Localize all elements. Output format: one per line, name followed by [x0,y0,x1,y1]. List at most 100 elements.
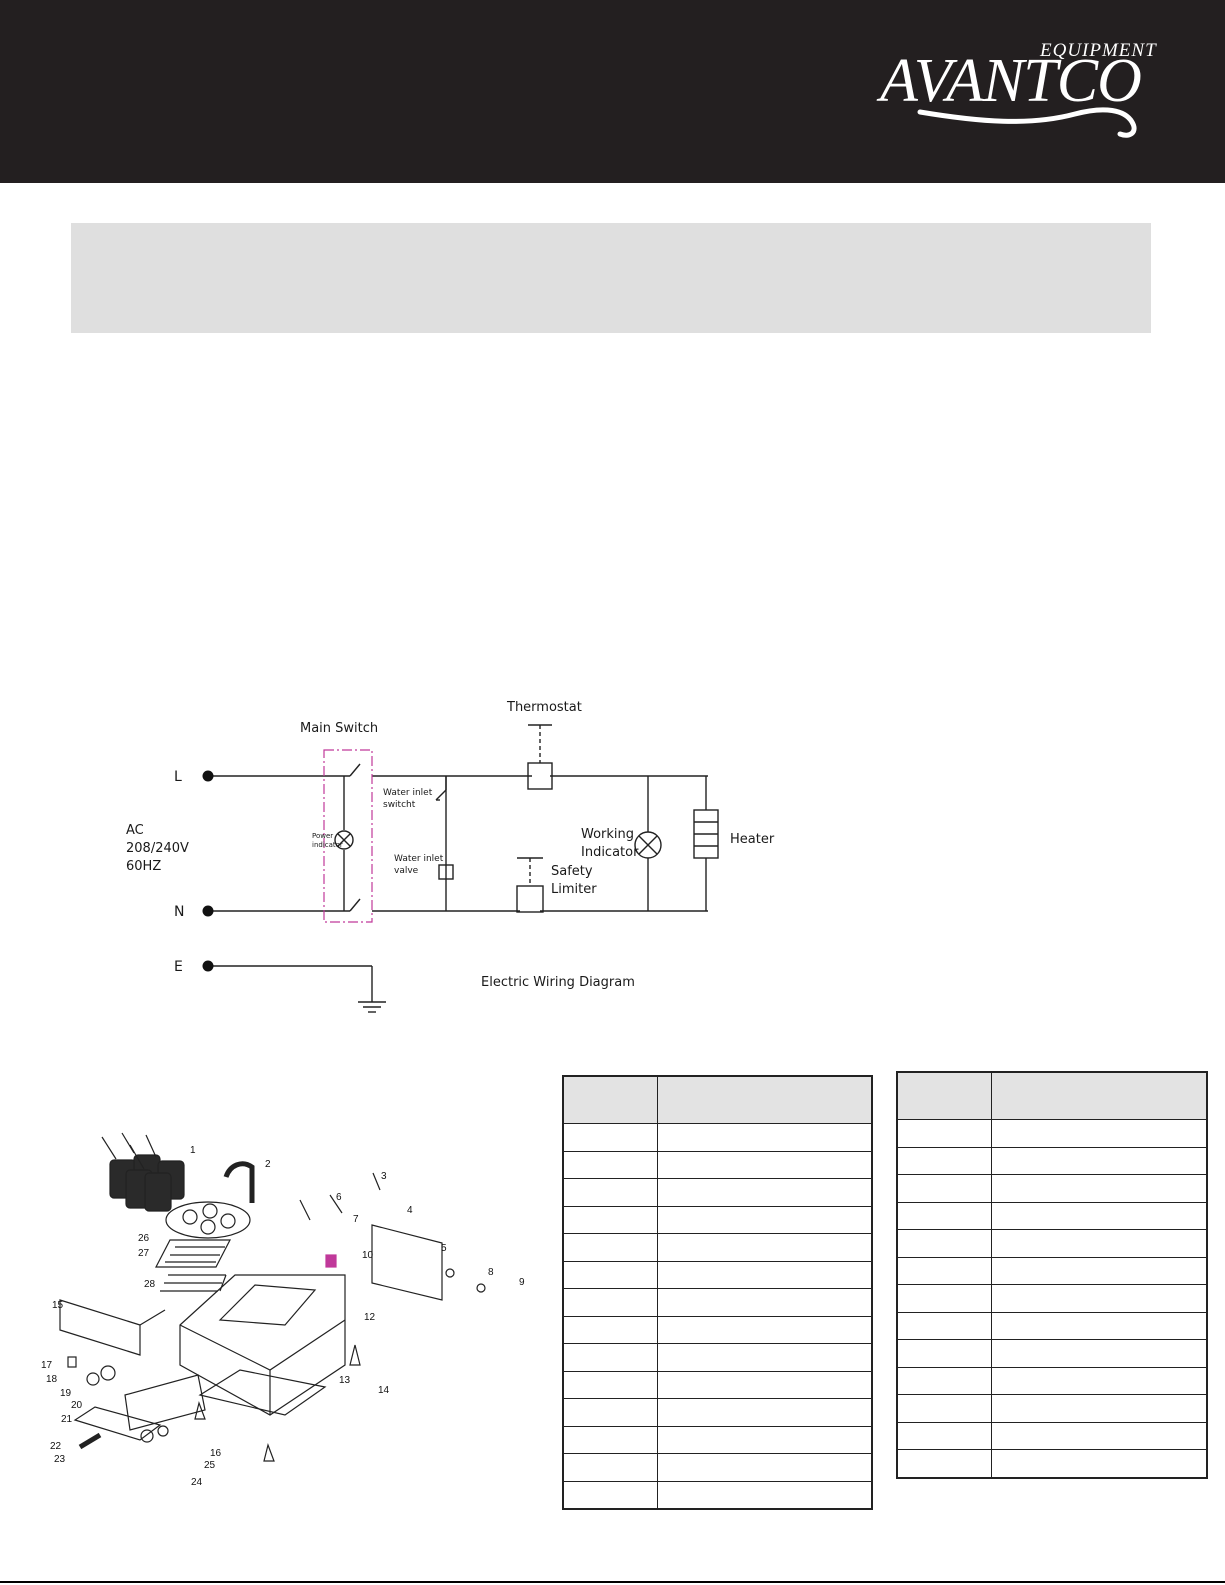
callout-24: 24 [191,1477,203,1488]
table-cell [562,1480,658,1510]
callout-26: 26 [138,1233,150,1244]
table-cell [562,1150,658,1179]
callout-19: 19 [60,1388,72,1399]
table-cell [896,1256,992,1285]
table-row [896,1201,1208,1230]
callout-21: 21 [61,1414,73,1425]
table-cell [991,1146,1208,1175]
exploded-parts-view: 1 2 3 4 5 6 7 8 9 10 12 13 14 15 16 17 1… [41,1132,525,1488]
wiring-diagram: L N E AC 208/240V 60HZ Main Switch Power… [126,700,775,1013]
table-cell [896,1229,992,1258]
table-cell [991,1311,1208,1340]
table-cell [657,1123,873,1152]
table-row [562,1398,873,1427]
table-cell [562,1233,658,1262]
thermostat-label: Thermostat [506,700,582,715]
table-cell [896,1311,992,1340]
supply-label-voltage: 208/240V [126,841,189,856]
table-row [562,1205,873,1234]
table-row [896,1256,1208,1285]
callout-15: 15 [52,1300,64,1311]
table-row [896,1366,1208,1395]
table-cell [657,1425,873,1454]
callout-5: 5 [441,1243,447,1254]
table-cell [562,1343,658,1372]
table-row [562,1260,873,1289]
callout-28: 28 [144,1279,156,1290]
table-cell [991,1119,1208,1148]
table-row [562,1150,873,1179]
wiring-diagram-title: Electric Wiring Diagram [481,975,635,990]
table-row [896,1339,1208,1368]
power-indicator-label-2: indicator [312,841,343,849]
table-cell [896,1339,992,1368]
logo-equipment-text: EQUIPMENT [1040,40,1157,61]
safety-limiter-label-1: Safety [551,864,593,879]
table-row [562,1480,873,1510]
callout-27: 27 [138,1248,150,1259]
table-row [562,1343,873,1372]
table-cell [991,1449,1208,1478]
parts-table-header-row [562,1075,873,1124]
callout-12: 12 [364,1312,376,1323]
table-cell [562,1315,658,1344]
callout-17: 17 [41,1360,53,1371]
table-cell [657,1288,873,1317]
callout-23: 23 [54,1454,66,1465]
callout-3: 3 [381,1171,387,1182]
callout-9: 9 [519,1277,525,1288]
table-row [562,1370,873,1399]
title-band [71,223,1151,333]
power-indicator-label-1: Power [312,832,333,840]
table-cell [562,1398,658,1427]
callout-25: 25 [204,1460,216,1471]
water-inlet-valve-label-1: Water inlet [394,854,444,864]
table-cell [991,1394,1208,1423]
table-cell [657,1480,873,1510]
logo-swoosh-graphic [917,107,1137,138]
table-cell [991,1256,1208,1285]
table-row [896,1311,1208,1340]
parts-table-right-body [896,1119,1208,1478]
table-cell [562,1123,658,1152]
table-cell [562,1260,658,1289]
table-cell [896,1394,992,1423]
table-row [896,1174,1208,1203]
table-row [562,1178,873,1207]
table-cell [991,1229,1208,1258]
table-row [896,1146,1208,1175]
callout-2: 2 [265,1159,271,1170]
header-bar: EQUIPMENT AVANTCO [0,0,1225,183]
parts-table-right [896,1071,1208,1479]
terminal-l-label: L [174,769,182,785]
supply-label-ac: AC [126,823,144,838]
table-cell [657,1343,873,1372]
table-cell [657,1260,873,1289]
table-cell [657,1370,873,1399]
table-cell [896,1449,992,1478]
table-cell [562,1288,658,1317]
table-cell [657,1178,873,1207]
parts-table-header-cell [991,1071,1208,1120]
table-cell [657,1233,873,1262]
safety-limiter-label-2: Limiter [551,882,597,897]
table-cell [896,1174,992,1203]
callout-14: 14 [378,1385,390,1396]
table-row [562,1288,873,1317]
parts-table-header-cell [896,1071,992,1120]
table-row [896,1449,1208,1478]
working-indicator-label-2: Indicator [581,845,639,860]
table-cell [991,1174,1208,1203]
table-cell [562,1453,658,1482]
parts-table-left [562,1075,873,1510]
table-cell [657,1398,873,1427]
water-inlet-valve-label-2: valve [394,866,419,876]
table-row [896,1229,1208,1258]
water-inlet-switch-label-2: switcht [383,800,416,810]
parts-table-left-body [562,1123,873,1510]
logo-avantco-text: AVANTCO [880,47,1142,115]
callout-20: 20 [71,1400,83,1411]
avantco-logo: EQUIPMENT AVANTCO [880,30,1157,150]
callout-4: 4 [407,1205,413,1216]
callout-10: 10 [362,1250,374,1261]
